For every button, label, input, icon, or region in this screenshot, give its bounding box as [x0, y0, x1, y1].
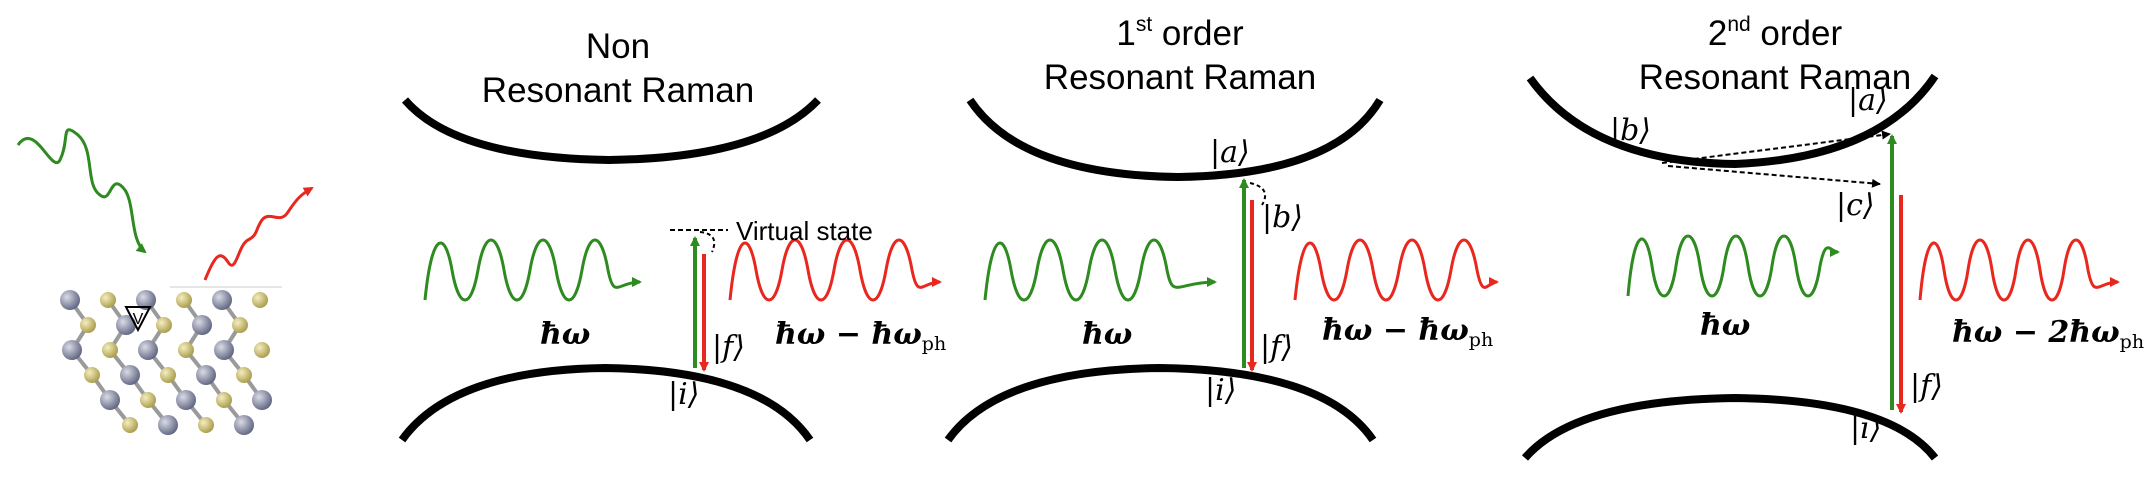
- chalcogen-atom: [80, 317, 96, 333]
- panel1-title-line2: Resonant Raman: [482, 71, 754, 110]
- scatter-path-a: [1661, 130, 1891, 164]
- metal-atom: [234, 415, 254, 435]
- panel2-state-i: |i⟩: [1205, 373, 1236, 408]
- metal-atom: [196, 365, 216, 385]
- metal-atom: [252, 390, 272, 410]
- chalcogen-atom: [140, 392, 156, 408]
- chalcogen-atom: [176, 292, 192, 308]
- scattered-light-wave: [203, 186, 314, 281]
- chalcogen-atom: [178, 342, 194, 358]
- panel1-state-f: |f⟩: [712, 330, 745, 365]
- panel-non-resonant: Non Resonant Raman Virtual state ħω ħω −…: [398, 27, 946, 443]
- chalcogen-atom: [102, 342, 118, 358]
- panel3-state-c: |c⟩: [1836, 188, 1875, 223]
- conduction-band: [966, 97, 1384, 182]
- chalcogen-atom: [232, 317, 248, 333]
- metal-atom: [212, 290, 232, 310]
- panel2-state-f: |f⟩: [1260, 330, 1293, 365]
- vacancy-marker: V: [124, 306, 152, 333]
- chalcogen-atom: [216, 392, 232, 408]
- panel3-state-f: |f⟩: [1910, 369, 1943, 404]
- metal-atom: [176, 390, 196, 410]
- panel2-title-line1: 1st order: [1116, 13, 1244, 53]
- metal-atom: [136, 290, 156, 310]
- lattice-atoms: [60, 290, 272, 435]
- chalcogen-atom: [254, 342, 270, 358]
- panel3-state-a: |a⟩: [1848, 83, 1888, 118]
- panel2-scattered-label: ħω − ħωph: [1322, 313, 1493, 351]
- panel1-incident-label: ħω: [540, 317, 590, 352]
- chalcogen-atom: [100, 292, 116, 308]
- scatter-path-c: [1667, 165, 1881, 188]
- scattered-wave: [728, 238, 942, 302]
- panel2-incident-label: ħω: [1082, 317, 1132, 352]
- incident-wave: [1626, 234, 1840, 298]
- virtual-state-label: Virtual state: [736, 216, 873, 246]
- metal-atom: [158, 415, 178, 435]
- conduction-band: [401, 97, 821, 165]
- metal-atom: [116, 315, 136, 335]
- metal-atom: [214, 340, 234, 360]
- relaxation-arrow: [1249, 182, 1266, 206]
- vacancy-label: V: [133, 311, 144, 328]
- metal-atom: [192, 315, 212, 335]
- valence-band: [1521, 393, 1939, 461]
- chalcogen-atom: [156, 317, 172, 333]
- scattered-wave: [1918, 238, 2120, 302]
- panel1-state-i: |i⟩: [668, 377, 699, 412]
- panel3-incident-label: ħω: [1700, 308, 1750, 343]
- chalcogen-atom: [160, 367, 176, 383]
- relaxation-arrow: [699, 231, 716, 253]
- panel1-title-line1: Non: [586, 27, 650, 66]
- panel3-title-line2: Resonant Raman: [1639, 58, 1911, 97]
- metal-atom: [100, 390, 120, 410]
- metal-atom: [60, 290, 80, 310]
- scattered-wave: [1293, 238, 1499, 302]
- valence-band: [398, 363, 814, 443]
- panel2-title-line2: Resonant Raman: [1044, 58, 1316, 97]
- metal-atom: [62, 340, 82, 360]
- panel-first-order: 1st order Resonant Raman |a⟩ |b⟩ |f⟩ |i⟩…: [944, 13, 1499, 443]
- panel2-state-a: |a⟩: [1210, 135, 1250, 170]
- panel3-state-i: |i⟩: [1850, 411, 1881, 446]
- incident-wave: [983, 238, 1217, 302]
- panel1-scattered-label: ħω − ħωph: [775, 317, 946, 355]
- panel3-title-line1: 2nd order: [1708, 13, 1843, 53]
- incident-wave: [423, 238, 642, 302]
- incident-light-wave: [16, 128, 147, 254]
- metal-atom: [138, 340, 158, 360]
- chalcogen-atom: [122, 417, 138, 433]
- chalcogen-atom: [236, 367, 252, 383]
- panel-second-order: 2nd order Resonant Raman |a⟩ |b⟩ |c⟩ |f⟩…: [1521, 13, 2144, 461]
- lattice-panel: V: [16, 128, 314, 435]
- chalcogen-atom: [198, 417, 214, 433]
- panel3-scattered-label: ħω − 2ħωph: [1952, 315, 2144, 353]
- panel3-state-b: |b⟩: [1610, 113, 1651, 148]
- valence-band: [944, 363, 1377, 443]
- chalcogen-atom: [252, 292, 268, 308]
- metal-atom: [120, 365, 140, 385]
- conduction-band: [1526, 73, 1939, 169]
- panel2-state-b: |b⟩: [1262, 200, 1303, 235]
- chalcogen-atom: [84, 367, 100, 383]
